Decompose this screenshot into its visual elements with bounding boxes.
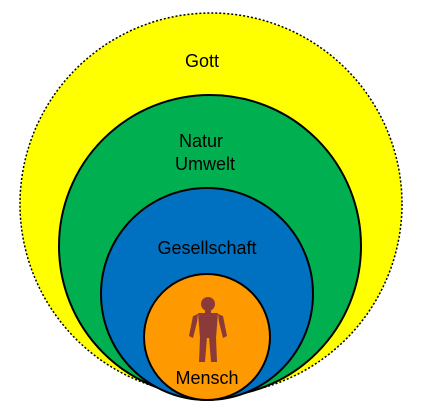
label-gott: Gott bbox=[185, 51, 219, 71]
person-icon bbox=[189, 297, 227, 362]
label-umwelt: Umwelt bbox=[175, 154, 235, 174]
label-mensch: Mensch bbox=[175, 368, 238, 388]
label-gesellschaft: Gesellschaft bbox=[157, 238, 256, 258]
label-natur: Natur bbox=[179, 131, 223, 151]
